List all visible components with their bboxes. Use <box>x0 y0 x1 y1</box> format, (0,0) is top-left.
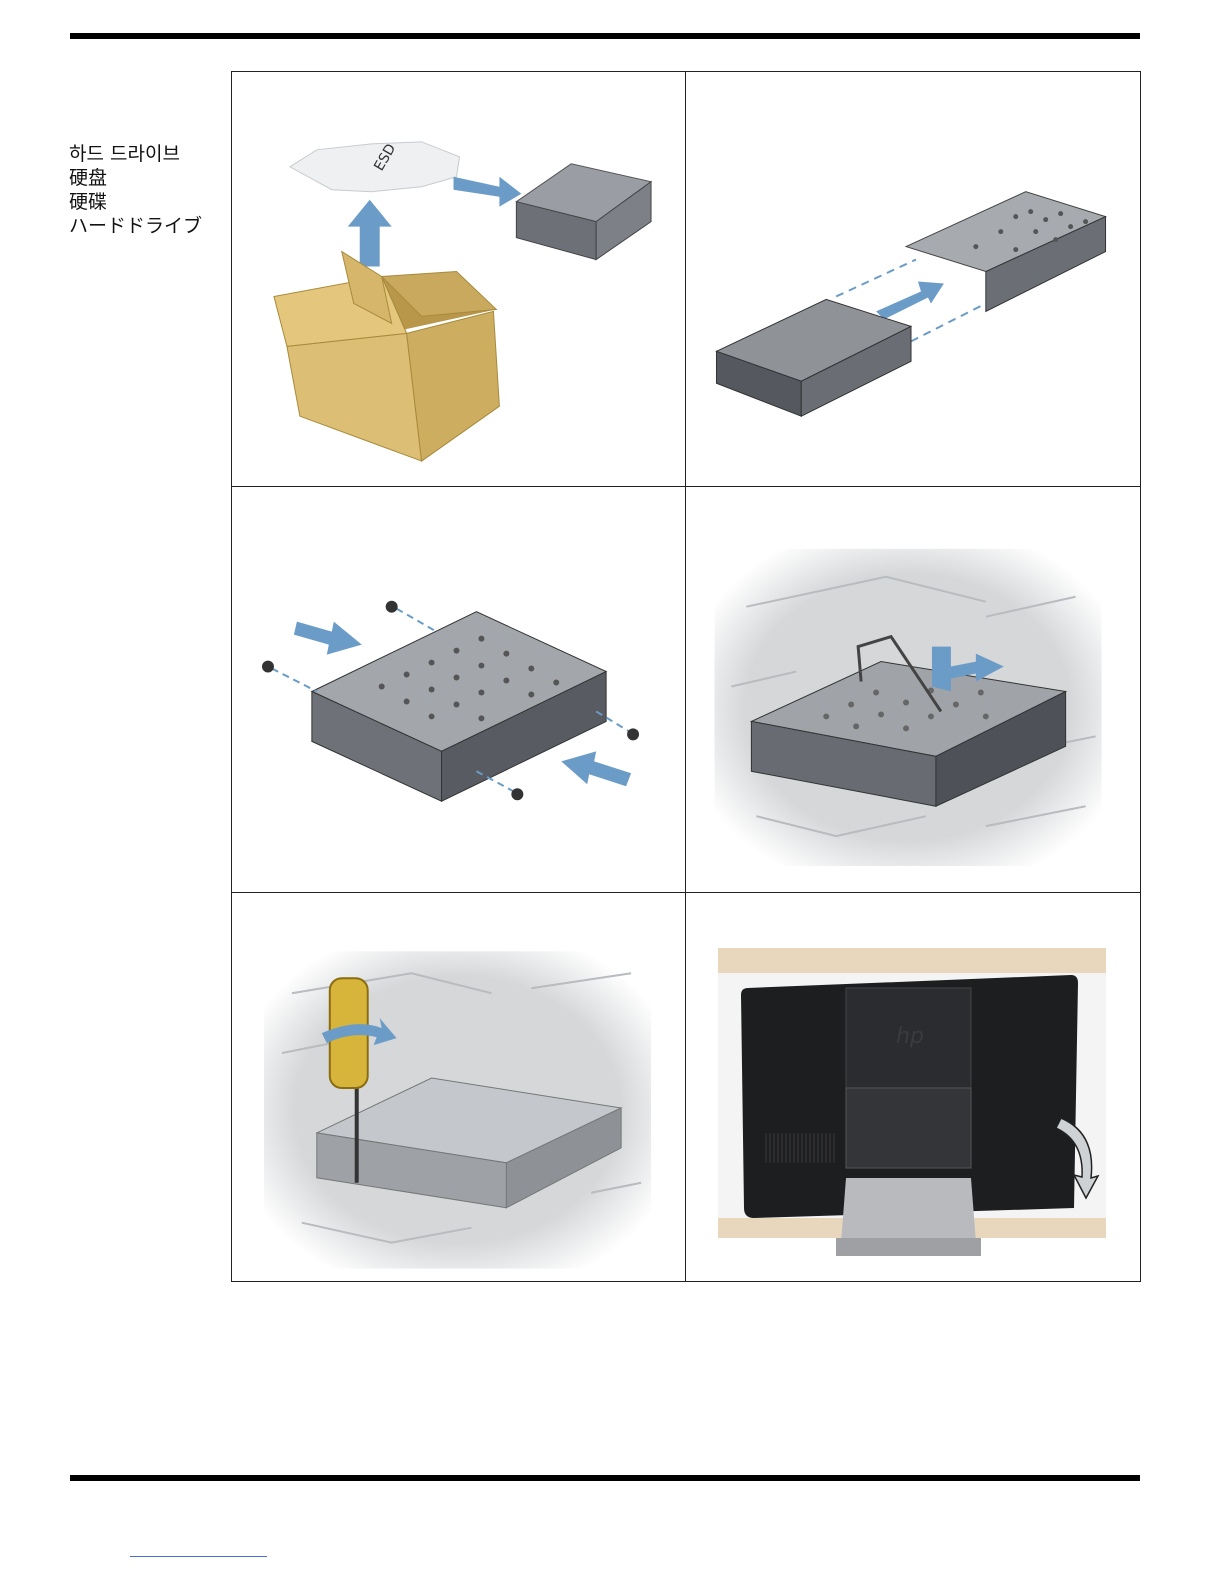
tighten-screw-icon <box>232 893 685 1281</box>
unpack-hard-drive-icon: ESD <box>232 72 685 486</box>
top-rule <box>70 33 1140 39</box>
step-5-panel <box>232 893 686 1281</box>
step-6-panel: hp <box>686 893 1140 1281</box>
title-japanese: ハードドライブ <box>69 214 202 238</box>
step-1-panel: ESD <box>232 72 686 487</box>
slide-drive-into-bracket-icon <box>686 72 1140 486</box>
svg-text:hp: hp <box>896 1024 924 1049</box>
footer-link-underline[interactable] <box>130 1556 267 1557</box>
title-korean: 하드 드라이브 <box>69 142 202 166</box>
title-simplified-chinese: 硬盘 <box>69 166 202 190</box>
step-3-panel <box>232 487 686 893</box>
lower-drive-into-bay-icon <box>686 487 1140 892</box>
title-traditional-chinese: 硬碟 <box>69 190 202 214</box>
close-rear-cover-icon: hp <box>686 893 1140 1281</box>
section-title-block: 하드 드라이브 硬盘 硬碟 ハードドライブ <box>69 142 202 238</box>
install-bracket-screws-icon <box>232 487 685 892</box>
step-2-panel <box>686 72 1140 487</box>
step-4-panel <box>686 487 1140 893</box>
bottom-rule <box>70 1475 1140 1481</box>
instruction-grid: ESD <box>231 71 1141 1282</box>
